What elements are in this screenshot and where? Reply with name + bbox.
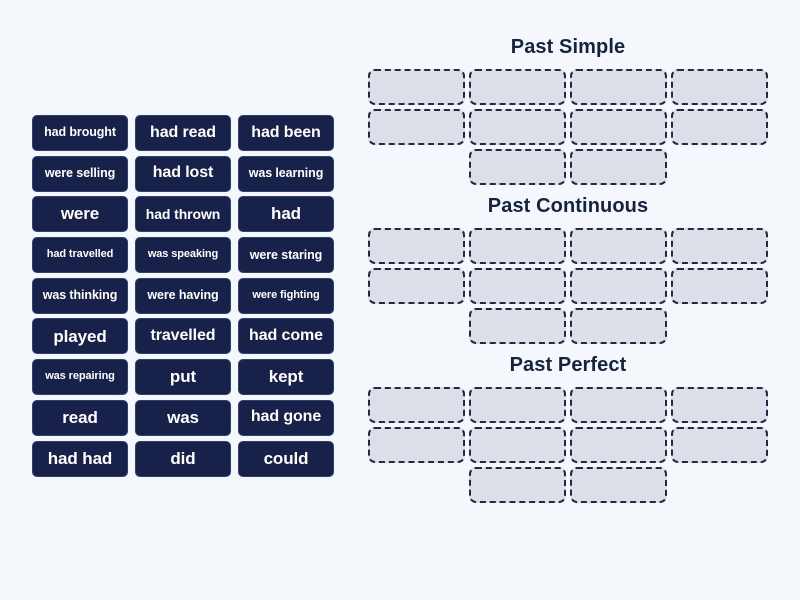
word-tile[interactable]: were having [135,277,231,314]
category-title: Past Perfect [509,354,627,376]
drop-slot[interactable] [570,387,667,423]
category-title: Past Simple [510,36,626,58]
word-tile[interactable]: read [32,399,128,436]
drop-slot[interactable] [671,427,768,463]
drop-slot-grid [368,228,768,344]
drop-slot[interactable] [671,228,768,264]
word-tile[interactable]: put [135,359,231,396]
word-tile[interactable]: had read [135,115,231,151]
category-group: Past Simple [368,36,768,185]
drop-slot[interactable] [570,467,667,503]
drop-slot-grid [368,387,768,503]
drop-slot[interactable] [570,109,667,145]
drop-slot[interactable] [368,228,465,264]
drop-slot[interactable] [469,467,566,503]
drop-slot[interactable] [570,427,667,463]
drop-slot[interactable] [570,268,667,304]
word-tile[interactable]: did [135,440,231,477]
drop-slot[interactable] [570,149,667,185]
word-tile[interactable]: had travelled [32,237,128,274]
word-tile[interactable]: was [135,399,231,436]
drop-slot[interactable] [570,308,667,344]
word-tile[interactable]: had brought [32,115,128,151]
word-tile[interactable]: was learning [238,155,334,192]
drop-slot[interactable] [469,308,566,344]
drop-slot[interactable] [368,109,465,145]
word-tile[interactable]: travelled [135,318,231,355]
word-tile[interactable]: had [238,196,334,233]
drop-slot[interactable] [469,109,566,145]
drop-slot[interactable] [368,387,465,423]
drop-slot-grid [368,69,768,185]
word-tile[interactable]: had lost [135,155,231,192]
word-tile[interactable]: was speaking [135,237,231,274]
word-tile[interactable]: had had [32,440,128,477]
drop-slot[interactable] [368,69,465,105]
word-tile[interactable]: kept [238,359,334,396]
word-tile[interactable]: were staring [238,237,334,274]
drop-slot[interactable] [671,268,768,304]
word-tile[interactable]: were fighting [238,277,334,314]
word-tile[interactable]: played [32,318,128,355]
drop-slot[interactable] [570,228,667,264]
drop-slot[interactable] [469,268,566,304]
word-tile[interactable]: had been [238,115,334,151]
word-tile[interactable]: were [32,196,128,233]
category-group: Past Perfect [368,354,768,503]
drop-slot[interactable] [671,387,768,423]
drop-slot[interactable] [469,427,566,463]
word-tile[interactable]: had thrown [135,196,231,233]
drop-slot[interactable] [368,268,465,304]
drop-slot[interactable] [469,69,566,105]
drop-slot[interactable] [570,69,667,105]
word-tile[interactable]: was repairing [32,359,128,396]
drop-slot[interactable] [368,427,465,463]
drop-slot[interactable] [469,387,566,423]
word-tile[interactable]: had gone [238,399,334,436]
drop-slot[interactable] [671,109,768,145]
drop-slot[interactable] [469,228,566,264]
drop-slot[interactable] [469,149,566,185]
word-tile[interactable]: were selling [32,155,128,192]
category-title: Past Continuous [487,195,649,217]
category-group: Past Continuous [368,195,768,344]
word-tile[interactable]: was thinking [32,277,128,314]
word-tile[interactable]: could [238,440,334,477]
word-tile[interactable]: had come [238,318,334,355]
drop-slot[interactable] [671,69,768,105]
